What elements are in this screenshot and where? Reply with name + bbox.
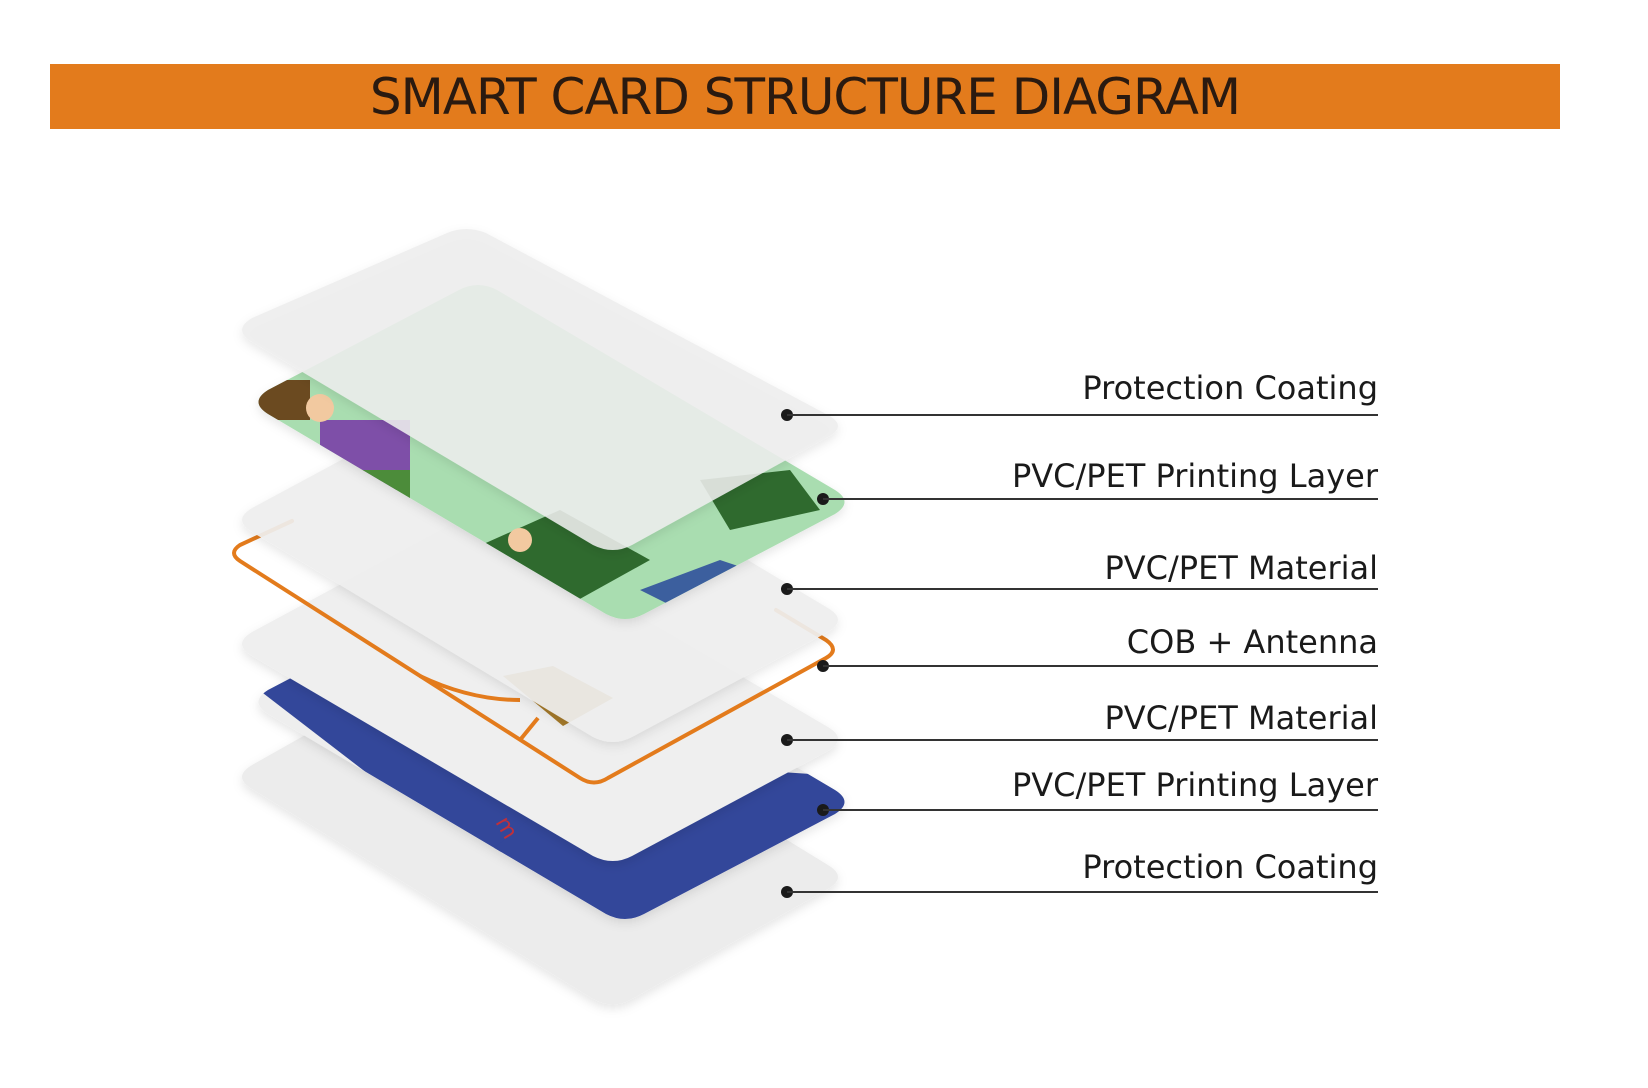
- leader-lines: [781, 409, 1378, 898]
- antenna-wire: [232, 519, 835, 785]
- title-banner: SMART CARD STRUCTURE DIAGRAM: [50, 64, 1560, 129]
- layer-label-protection-coating-top: Protection Coating: [1082, 369, 1378, 407]
- layer-1-protection-coating: [242, 229, 838, 550]
- layer-label-material-upper: PVC/PET Material: [1104, 549, 1378, 587]
- page-title: SMART CARD STRUCTURE DIAGRAM: [369, 67, 1241, 126]
- antenna-wire-loop: [419, 674, 521, 702]
- layer-label-printing-layer-bottom: PVC/PET Printing Layer: [1011, 766, 1378, 804]
- layer-label-material-lower: PVC/PET Material: [1104, 699, 1378, 737]
- layer-label-printing-layer-top: PVC/PET Printing Layer: [1011, 457, 1378, 495]
- layer-label-cob-antenna: COB + Antenna: [1126, 623, 1378, 661]
- layer-label-protection-coating-bottom: Protection Coating: [1082, 848, 1378, 886]
